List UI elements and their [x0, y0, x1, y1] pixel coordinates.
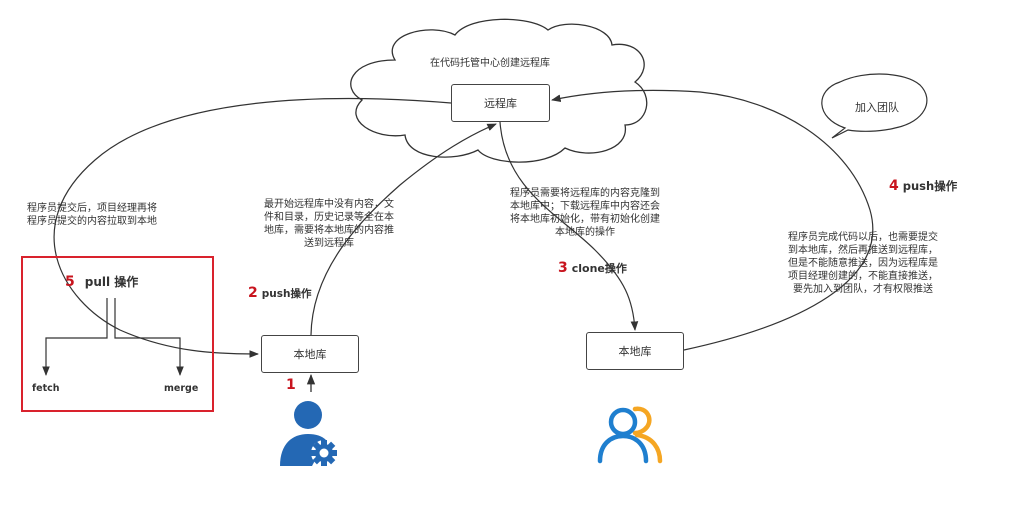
callout-bubble	[821, 73, 928, 139]
note-line: 程序员需要将远程库的内容克隆到	[510, 188, 660, 199]
step-1-label: 1	[286, 377, 300, 393]
note-line: 本地库的操作	[555, 227, 615, 238]
note-line: 地库，需要将本地库的内容推	[264, 225, 394, 236]
team-push-note: 程序员完成代码以后，也需要提交 到本地库，然后再推送到远程库， 但是不能随意推送…	[788, 231, 938, 296]
step-text: pull 操作	[84, 275, 139, 289]
note-line: 要先加入到团队，才有权限推送	[793, 284, 933, 295]
note-line: 送到远程库	[304, 238, 354, 249]
step-text: push操作	[261, 288, 312, 300]
cloud-caption: 在代码托管中心创建远程库	[430, 58, 550, 69]
step-number: 2	[248, 285, 258, 301]
step-number: 3	[558, 260, 568, 276]
clone-note: 程序员需要将远程库的内容克隆到 本地库中；下载远程库中内容还会 将本地库初始化，…	[510, 187, 660, 239]
note-line: 件和目录，历史记录等全在本	[264, 212, 394, 223]
remote-repo-box[interactable]: 远程库	[451, 84, 550, 122]
note-line: 程序员完成代码以后，也需要提交	[788, 232, 938, 243]
pull-merge-line	[114, 298, 184, 376]
pull-fetch-line	[42, 298, 108, 376]
step-text: clone操作	[571, 262, 627, 275]
note-line: 程序员提交后，项目经理再将	[27, 203, 157, 214]
user-gear-icon	[280, 401, 337, 466]
note-line: 程序员提交的内容拉取到本地	[27, 216, 157, 227]
users-icon	[597, 406, 663, 464]
local-repo-label: 本地库	[293, 348, 327, 361]
push-curve-initial	[310, 123, 497, 336]
note-line: 到本地库，然后再推送到远程库，	[788, 245, 938, 256]
step-number: 5	[65, 274, 75, 290]
fetch-label: fetch	[32, 383, 60, 394]
note-line: 项目经理创建的，不能直接推送，	[788, 271, 938, 282]
merge-label: merge	[164, 383, 199, 394]
note-line: 最开始远程库中没有内容，文	[264, 199, 394, 210]
pull-frame	[21, 256, 214, 412]
push-curve-team	[551, 89, 874, 351]
step-number: 4	[889, 178, 899, 194]
clone-curve	[499, 121, 639, 331]
push-initial-note: 最开始远程库中没有内容，文 件和目录，历史记录等全在本 地库，需要将本地库的内容…	[264, 198, 394, 250]
local-repo-manager-box[interactable]: 本地库	[261, 335, 359, 373]
pull-curve	[53, 97, 452, 358]
remote-repo-label: 远程库	[484, 97, 517, 110]
callout-label: 加入团队	[855, 101, 899, 114]
note-line: 但是不能随意推送，因为远程库是	[788, 258, 938, 269]
step-number: 1	[286, 377, 296, 393]
local-repo-label: 本地库	[618, 345, 652, 358]
pull-note: 程序员提交后，项目经理再将 程序员提交的内容拉取到本地	[27, 202, 157, 228]
local-repo-team-box[interactable]: 本地库	[586, 332, 684, 370]
step-text: push操作	[902, 179, 958, 193]
note-line: 将本地库初始化，带有初始化创建	[510, 214, 660, 225]
note-line: 本地库中；下载远程库中内容还会	[510, 201, 660, 212]
step-5-label: 5 pull 操作	[65, 273, 138, 290]
